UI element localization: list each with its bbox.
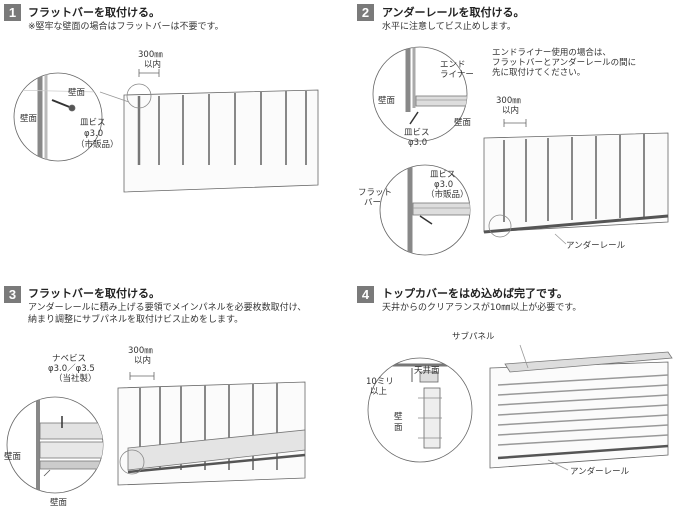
step1-description: ※堅牢な壁面の場合はフラットバーは不要です。	[28, 22, 224, 32]
step1-dimension-unit: 以内	[144, 60, 162, 70]
step1-dimension-value: 300㎜	[138, 50, 163, 60]
step4-subpanel-label: サブパネル	[452, 332, 495, 342]
step1-number-badge: 1	[4, 4, 21, 21]
step3-wall-figure	[117, 372, 306, 486]
step4-title: トップカバーをはめ込めば完了です。	[382, 287, 568, 300]
step3-title: フラットバーを取付ける。	[28, 287, 160, 300]
step2-screw-a-label-2: φ3.0	[408, 138, 428, 148]
step2-underrail-label: アンダーレール	[566, 241, 626, 251]
step3-nabe-label-2: φ3.0／φ3.5	[48, 364, 95, 374]
step2-dimension-value: 300㎜	[496, 96, 521, 106]
step1-screw-label-1: 皿ビス	[80, 118, 106, 128]
step3-description-line-1: アンダーレールに積み上げる要領でメインパネルを必要枚数取付け、	[28, 303, 307, 313]
step3-zoom-circle	[6, 396, 104, 494]
step2-note-line-3: 先に取付けてください。	[492, 68, 586, 78]
step2-screw-b-label-1: 皿ビス	[430, 170, 456, 180]
step3-dimension-value: 300㎜	[128, 346, 153, 356]
step2-wall-label-a: 壁面	[378, 96, 396, 106]
step3-dimension-unit: 以内	[134, 356, 152, 366]
step2-endliner-label-2: ライナー	[440, 70, 474, 80]
step3-wall-label-b: 壁面	[50, 498, 68, 508]
step2-zoom-circle-top	[372, 46, 468, 142]
step4-ceiling-label: 天井面	[414, 366, 440, 376]
step4-number-badge: 4	[357, 286, 374, 303]
step2-screw-b-label-2: φ3.0	[434, 180, 454, 190]
step4-wall-label-1: 壁	[394, 412, 403, 422]
step1-wall-figure	[99, 69, 319, 193]
step2-note-line-2: フラットバーとアンダーレールの間に	[492, 58, 637, 68]
step1-title: フラットバーを取付ける。	[28, 6, 160, 19]
step2-screw-a-label-1: 皿ビス	[404, 128, 430, 138]
step2-screw-b-label-3: （市販品）	[426, 190, 469, 200]
step2-wall-label-b: 壁面	[454, 118, 472, 128]
step3-nabe-label-1: ナベビス	[52, 354, 87, 364]
step4-clearance-label-2: 以上	[370, 387, 388, 397]
step4-clearance-label-1: 10ミリ	[366, 377, 394, 387]
step1-wall-label-a: 壁面	[68, 88, 86, 98]
step2-description: 水平に注意してビス止めします。	[382, 22, 516, 32]
step3-wall-label-a: 壁面	[4, 452, 22, 462]
step2-zoom-circle-bottom	[379, 164, 471, 256]
step1-screw-label-2: φ3.0	[84, 129, 104, 139]
step2-wall-figure	[483, 119, 669, 245]
step1-zoom-circle	[13, 72, 103, 162]
step3-description-line-2: 納まり調整にサブパネルを取付けビス止めをします。	[28, 315, 244, 325]
step2-number-badge: 2	[357, 4, 374, 21]
step2-dimension-unit: 以内	[502, 106, 520, 116]
step3-nabe-label-3: （当社製）	[54, 374, 97, 384]
step4-description: 天井からのクリアランスが10㎜以上が必要です。	[382, 303, 582, 313]
step1-screw-label-3: （市販品）	[76, 140, 119, 150]
step1-wall-label-b: 壁面	[20, 114, 38, 124]
step4-underrail-label: アンダーレール	[570, 467, 630, 477]
step3-number-badge: 3	[4, 286, 21, 303]
step4-wall-label-2: 面	[394, 423, 403, 433]
step2-endliner-label-1: エンド	[440, 60, 466, 70]
step2-flatbar-label-1: フラット	[358, 188, 393, 198]
step2-note-line-1: エンドライナー使用の場合は、	[492, 48, 611, 58]
step2-flatbar-label-2: バー	[364, 198, 382, 208]
step4-wall-figure	[489, 344, 673, 471]
step2-title: アンダーレールを取付ける。	[382, 6, 525, 19]
